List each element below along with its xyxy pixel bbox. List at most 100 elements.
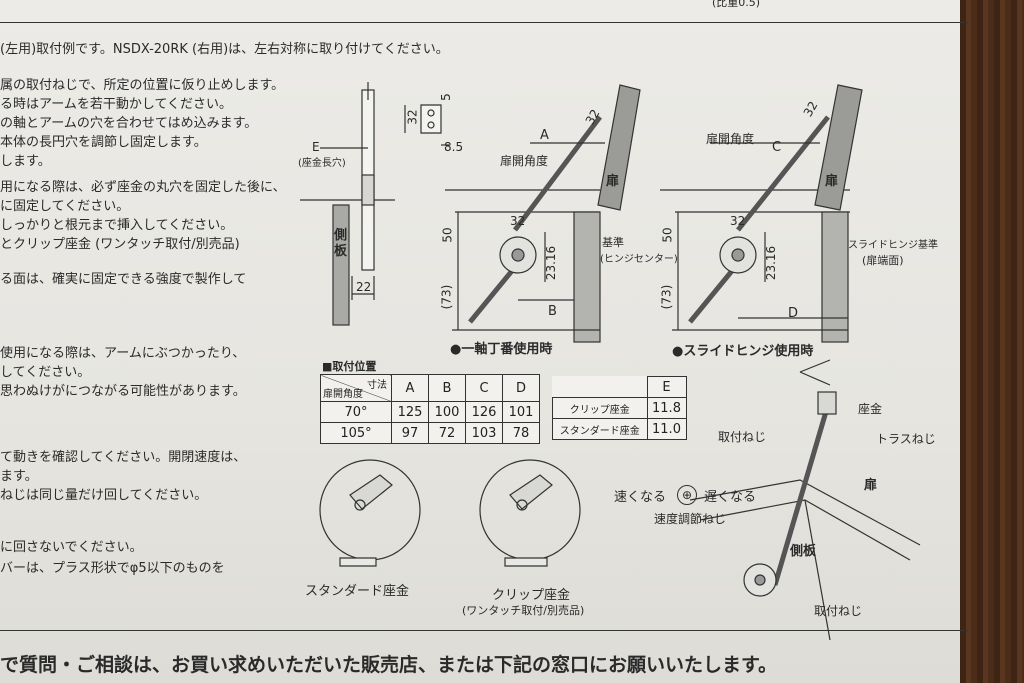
dim-b: B — [548, 304, 557, 319]
clip-washer-note: (ワンタッチ取付/別売品) — [462, 604, 585, 617]
angle-header: 扉開角度 — [323, 389, 363, 400]
slide-door-angle-label: 扉開角度 — [706, 132, 755, 146]
slide-dim-73: (73) — [659, 284, 674, 310]
top-rule — [0, 22, 968, 23]
col-header: A — [391, 374, 429, 402]
slide-dim-50: 50 — [660, 227, 675, 243]
bracket-drawing — [404, 104, 449, 146]
table-row: 70° 125 100 126 101 — [320, 401, 540, 423]
scale-note: (比重0.5) — [712, 0, 761, 9]
reference-label: 基準 — [602, 236, 624, 249]
dim-c: C — [772, 140, 782, 155]
mount-screw-label-top: 取付ねじ — [718, 430, 767, 444]
angle-cell: 105° — [320, 422, 392, 444]
text-line: る面は、確実に固定できる強度で製作して — [0, 272, 247, 287]
slide-dim-23-16: 23.16 — [764, 245, 779, 281]
bracket-dim-32: 32 — [405, 109, 420, 125]
wooden-table — [960, 0, 1024, 683]
faster-label: 速くなる — [614, 490, 667, 505]
truss-screw-label: トラスねじ — [876, 432, 936, 446]
text-line: の軸とアームの穴を合わせてはめ込みます。 — [0, 116, 258, 131]
text-line: に回さないでください。 — [0, 540, 143, 555]
speed-screw-label: 速度調節ねじ — [654, 512, 727, 526]
text-line: 用になる際は、必ず座金の丸穴を固定した後に、 — [0, 180, 286, 195]
text-line: に固定してください。 — [0, 199, 130, 214]
slower-label: 遅くなる — [704, 490, 757, 505]
hinge-diagram-drawing — [445, 84, 641, 343]
dim-32-mid: 32 — [510, 214, 526, 228]
text-line: る時はアームを若干動かしてください。 — [0, 97, 233, 112]
standard-washer-caption: スタンダード座金 — [305, 584, 410, 599]
side-view-drawing — [300, 82, 395, 326]
value-cell: 72 — [428, 422, 466, 444]
clip-washer-caption: クリップ座金 — [492, 588, 571, 603]
bracket-dim-5: 5 — [438, 93, 453, 101]
text-line: 思わぬけがにつながる可能性があります。 — [0, 384, 246, 399]
install-door-label: 扉 — [864, 478, 878, 493]
e-header: E — [646, 376, 687, 398]
text-line: してください。 — [0, 365, 91, 380]
value-cell: 78 — [502, 422, 540, 444]
washer-type-cell: スタンダード座金 — [552, 418, 648, 440]
col-header: B — [428, 374, 466, 402]
slide-reference-note: (扉端面) — [862, 254, 904, 267]
text-line: 本体の長円穴を調節し固定します。 — [0, 135, 207, 150]
angle-cell: 70° — [320, 401, 392, 423]
table-row: 105° 97 72 103 78 — [320, 422, 540, 444]
table-row: スタンダード座金 11.0 — [552, 418, 687, 440]
slide-dim-32-mid: 32 — [730, 214, 746, 228]
bottom-rule — [0, 630, 968, 631]
value-cell: 126 — [465, 401, 503, 423]
text-line: バーは、プラス形状でφ5以下のものを — [0, 561, 225, 576]
e-value-cell: 11.0 — [646, 418, 687, 440]
value-cell: 97 — [391, 422, 429, 444]
text-line: とクリップ座金 (ワンタッチ取付/別売品) — [0, 237, 240, 252]
dim-23-16: 23.16 — [544, 245, 559, 281]
slide-diagram-drawing — [660, 84, 863, 343]
door-angle-label: 扉開角度 — [500, 154, 549, 168]
text-line: 属の取付ねじで、所定の位置に仮り止めします。 — [0, 78, 285, 93]
adjust-screw-icon: ⊕ — [677, 485, 697, 505]
washer-type-cell: クリップ座金 — [552, 397, 648, 419]
col-header: C — [465, 374, 503, 402]
table-title: ■取付位置 — [322, 360, 377, 373]
washer-label: 座金 — [858, 402, 883, 416]
dim-a: A — [540, 128, 549, 143]
dim-73: (73) — [439, 284, 454, 310]
washer-detail-drawings — [319, 459, 581, 567]
text-line: します。 — [0, 154, 51, 169]
slide-door-label: 扉 — [825, 174, 839, 189]
text-line: ます。 — [0, 469, 38, 484]
reference-note: (ヒンジセンター) — [600, 254, 678, 265]
door-label: 扉 — [606, 174, 620, 189]
text-line: (左用)取付例です。NSDX-20RK (右用)は、左右対称に取り付けてください… — [0, 42, 449, 57]
dim-d: D — [788, 306, 799, 321]
value-cell: 101 — [502, 401, 540, 423]
e-note: (座金長穴) — [298, 158, 346, 169]
value-cell: 103 — [465, 422, 503, 444]
text-line: 使用になる際は、アームにぶつかったり、 — [0, 346, 246, 361]
e-label: E — [312, 140, 320, 154]
table-row: クリップ座金 11.8 — [552, 397, 687, 419]
mount-screw-label-bottom: 取付ねじ — [814, 604, 863, 618]
e-value-cell: 11.8 — [646, 397, 687, 419]
text-line: しっかりと根元まで挿入してください。 — [0, 218, 234, 233]
side-panel-label: 側板 — [334, 228, 348, 259]
slide-caption: ●スライドヒンジ使用時 — [672, 344, 814, 359]
position-table: 寸法 扉開角度 A B C D 70° 125 100 126 101 105°… — [320, 374, 540, 444]
dim-50: 50 — [440, 227, 455, 243]
value-cell: 100 — [428, 401, 466, 423]
dim-22: 22 — [356, 280, 372, 294]
value-cell: 125 — [391, 401, 429, 423]
text-line: ねじは同じ量だけ回してください。 — [0, 488, 208, 503]
install-side-panel-label: 側板 — [790, 544, 817, 559]
bracket-dim-8-5: 8.5 — [444, 140, 464, 154]
col-header: D — [502, 374, 540, 402]
hinge-caption: ●一軸丁番使用時 — [450, 342, 553, 357]
slide-reference-label: スライドヒンジ基準 — [848, 240, 938, 251]
text-line: て動きを確認してください。開閉速度は、 — [0, 450, 247, 465]
contact-notice: で質問・ご相談は、お買い求めいただいた販売店、または下記の窓口にお願いいたします… — [0, 654, 778, 676]
dim-header: 寸法 — [367, 380, 387, 391]
e-table: E クリップ座金 11.8 スタンダード座金 11.0 — [552, 376, 687, 440]
install-drawing — [689, 359, 921, 641]
